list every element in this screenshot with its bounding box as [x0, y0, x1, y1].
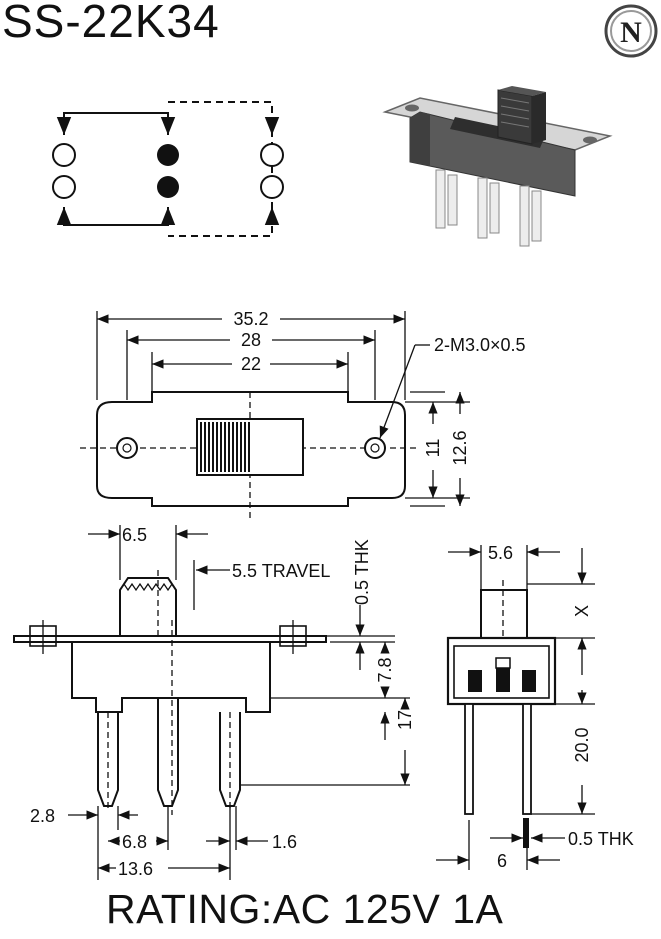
dim-side-pin-thickness: 0.5 THK [568, 829, 634, 849]
dim-flange-width: 12.6 [450, 430, 470, 465]
product-photo-icon [382, 86, 613, 247]
dim-body-width: 11 [423, 439, 443, 458]
rating-label: RATING:AC 125V 1A [106, 886, 504, 932]
side-view: 5.6 X 20.0 0.5 THK [436, 543, 634, 871]
part-number-title: SS-22K34 [2, 0, 220, 47]
dim-pin-length: 17 [395, 710, 415, 730]
dim-pin-pitch: 6.8 [122, 832, 147, 852]
dim-plate-thickness: 0.5 THK [352, 539, 372, 605]
dim-pin-tip: 2.8 [30, 806, 55, 826]
dim-side-actuator-width: 5.6 [488, 543, 513, 563]
dim-slot-length: 22 [241, 354, 261, 374]
dim-actuator-height: X [572, 605, 592, 617]
dim-side-height: 20.0 [572, 727, 592, 762]
dim-actuator-width: 6.5 [122, 525, 147, 545]
dim-overall-length: 35.2 [233, 309, 268, 329]
dim-housing-height: 7.8 [375, 657, 395, 682]
dim-side-pin-spacing: 6 [497, 851, 507, 871]
brand-logo-icon: N [604, 4, 658, 58]
schematic-icon [52, 101, 284, 237]
front-view: 6.5 5.5 TRAVEL 0.5 THK [13, 525, 415, 880]
dim-travel: 5.5 TRAVEL [232, 561, 330, 581]
dim-pin-span: 13.6 [118, 859, 153, 879]
top-view: 35.2 28 22 2-M3.0×0.5 11 [80, 309, 526, 520]
dim-hole-spacing: 28 [241, 330, 261, 350]
dim-pin-width: 1.6 [272, 832, 297, 852]
dim-screw-holes: 2-M3.0×0.5 [434, 335, 526, 355]
brand-logo-letter: N [620, 16, 642, 49]
